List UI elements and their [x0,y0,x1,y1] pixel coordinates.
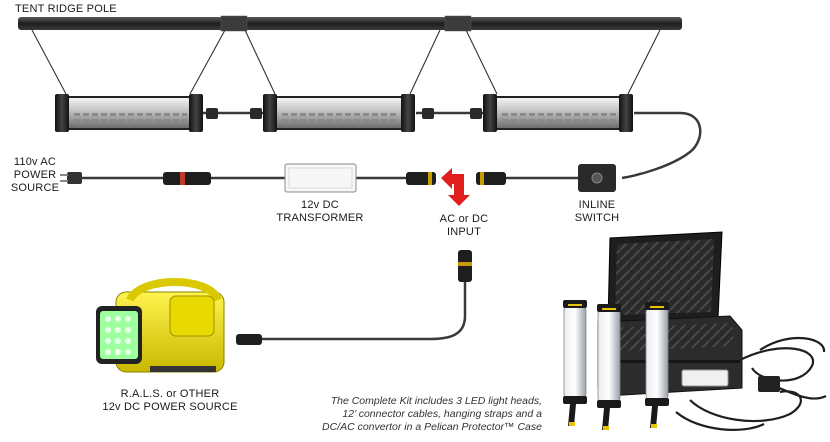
input-line-1: AC or DC [439,213,489,225]
red-arrow-icon [441,168,470,206]
switch-line-1: INLINE [578,199,616,211]
input-line-2: INPUT [447,226,481,238]
ac-source-line-3: SOURCE [10,182,60,194]
kit-caption-line-1: The Complete Kit includes 3 LED light he… [330,395,542,407]
input-label: AC or DC INPUT [428,213,500,239]
kit-caption-line-3: DC/AC convertor in a Pelican Protector™ … [321,421,542,433]
light-bar-icon [263,94,415,132]
plug-icon [60,172,82,184]
transformer-line-1: 12v DC [301,199,339,211]
transformer-line-2: TRANSFORMER [276,212,364,224]
rals-line-1: R.A.L.S. or OTHER [120,388,220,400]
kit-converter [681,369,780,392]
light-bar-icon [483,94,633,132]
rals-light-icon [96,278,225,373]
kit-caption-line-2: 12’ connector cables, hanging straps and… [342,408,542,420]
ac-source-line-1: 110v AC [13,156,57,168]
ac-source-label: 110v AC POWER SOURCE [8,156,62,195]
rals-line-2: 12v DC POWER SOURCE [102,401,238,413]
connector-icon [206,108,482,119]
ridge-pole-label: TENT RIDGE POLE [15,3,117,15]
transformer-label: 12v DC TRANSFORMER [270,199,370,225]
inline-switch-icon [578,164,616,192]
connector-icon [163,172,211,185]
connector-icon [406,172,506,185]
rals-label: R.A.L.S. or OTHER 12v DC POWER SOURCE [92,388,248,414]
rals-cable [260,280,467,341]
ridge-pole [18,15,682,32]
kit-caption: The Complete Kit includes 3 LED light he… [296,395,542,434]
transformer-icon [284,163,357,193]
connector-icon [236,250,472,345]
switch-label: INLINE SWITCH [566,199,628,225]
ac-source-line-2: POWER [13,169,57,181]
hanging-straps [31,29,661,95]
kit-cables [675,336,827,431]
kit-light-tubes [563,300,669,430]
switch-line-2: SWITCH [574,212,620,224]
light-bar-icon [55,94,203,132]
